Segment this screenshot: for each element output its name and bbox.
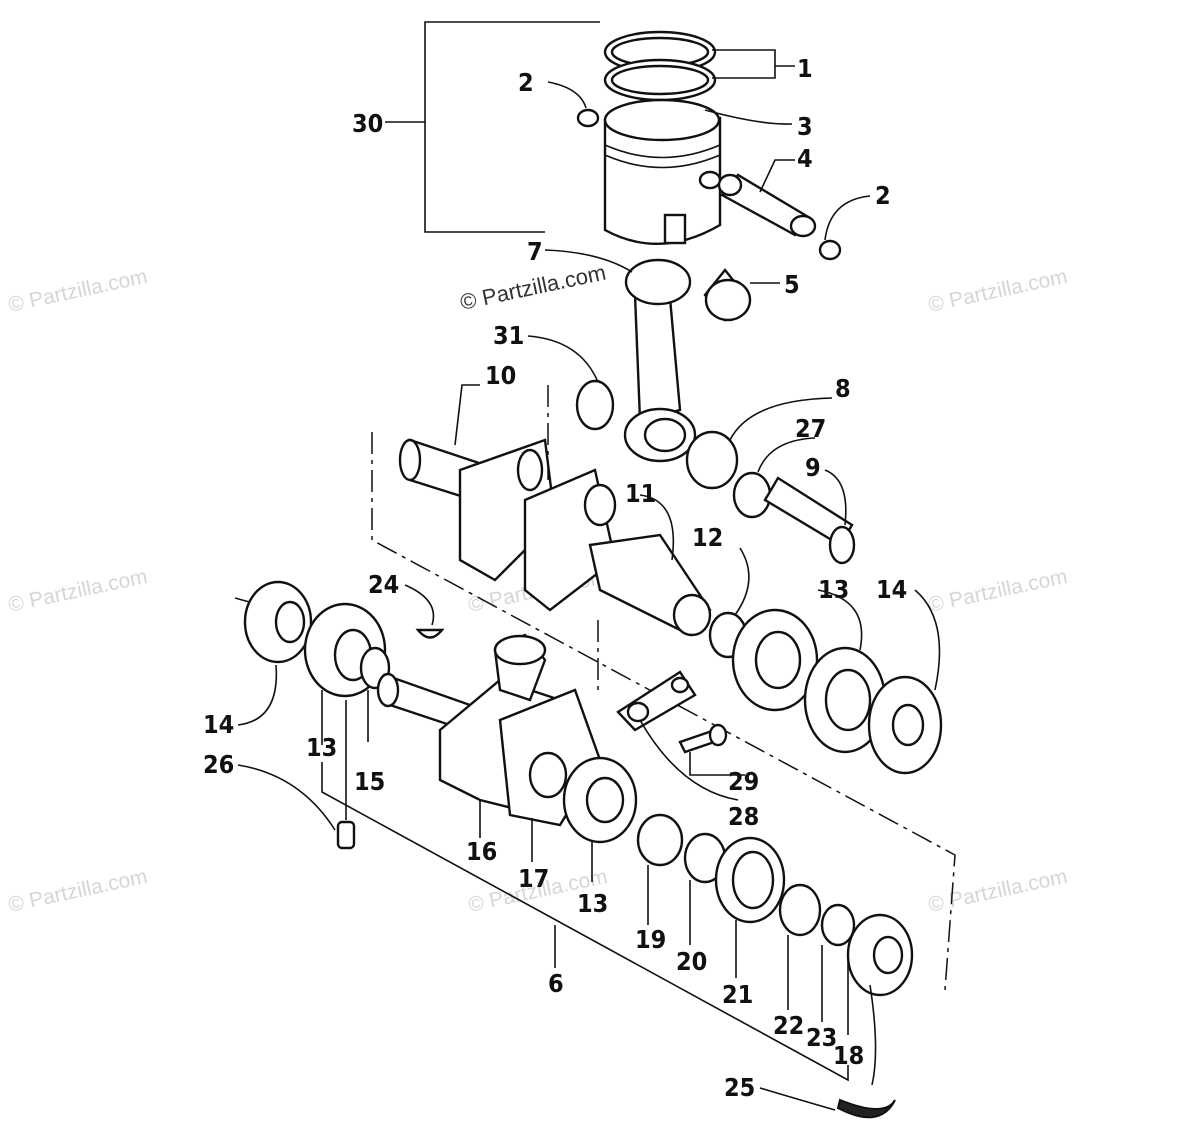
retainer-half-ring [836,1098,896,1119]
callout-12: 12 [692,523,723,552]
leader-2-left [547,81,587,109]
callout-5: 5 [784,270,800,299]
leader-25 [759,1087,836,1111]
callout-14-left: 14 [203,710,234,739]
callout-15: 15 [354,767,385,796]
leader-14-left [237,664,278,726]
callout-22: 22 [773,1011,804,1040]
leader-3 [704,109,793,125]
watermark-3: © Partzilla.com [6,565,149,617]
leader-2-right [824,195,871,241]
callout-31: 31 [493,321,524,350]
screw [678,723,728,754]
leader-27 [757,437,816,473]
callout-13-upper: 13 [818,575,849,604]
callout-28: 28 [728,802,759,831]
crankshaft-upper [398,438,712,637]
callout-30: 30 [352,109,383,138]
leader-29 [689,752,745,776]
callout-20: 20 [676,947,707,976]
ball-bearing-lower [562,756,638,844]
watermark-center: © Partzilla.com [458,260,608,315]
callout-27: 27 [795,414,826,443]
seal-21 [714,836,786,924]
callout-24: 24 [368,570,399,599]
leader-14-right [914,589,941,691]
leader-18 [847,960,877,1086]
callout-13-left: 13 [306,733,337,762]
callout-7: 7 [527,237,543,266]
leader-4 [759,159,795,193]
watermark-6: © Partzilla.com [6,865,149,917]
seal-14-left [243,580,313,664]
callout-labels: 1 2 3 4 2 5 7 30 31 10 8 27 9 11 12 13 1… [203,54,907,1102]
callout-9: 9 [805,453,821,482]
callout-4: 4 [797,144,813,173]
seal-14-right [867,675,943,775]
callout-2-right: 2 [875,181,891,210]
leader-12 [734,547,750,616]
circlip-right [818,239,842,261]
small-end-bearing [703,268,752,322]
callout-2-left: 2 [518,68,534,97]
callout-8: 8 [835,374,851,403]
callout-3: 3 [797,112,813,141]
ball-bearing-upper [731,608,819,712]
crankpin-spacer [732,471,772,519]
leader-13-15 [321,690,369,745]
callout-11: 11 [625,479,656,508]
callout-6: 6 [548,969,564,998]
leader-1 [712,49,795,79]
piston-rings [603,30,717,102]
leader-26 [237,764,336,831]
washer-22 [778,883,822,937]
piston-pin [717,173,817,238]
callout-29: 29 [728,767,759,796]
watermark-2: © Partzilla.com [926,265,1069,317]
crankpin-bearing [685,430,739,490]
watermark-8: © Partzilla.com [926,865,1069,917]
bracket-piston-assembly [424,21,600,233]
callout-10: 10 [485,361,516,390]
callout-26: 26 [203,750,234,779]
callout-21: 21 [722,980,753,1009]
bracket-crankshaft-assembly [321,762,849,1082]
connecting-rod [623,258,697,463]
callout-19: 19 [635,925,666,954]
leader-11 [639,494,675,561]
callout-13-lower: 13 [577,889,608,918]
callout-1: 1 [797,54,813,83]
callout-17: 17 [518,864,549,893]
callout-23: 23 [806,1023,837,1052]
ball-bearing-18 [846,913,914,997]
leader-7 [544,249,633,273]
leader-24 [404,584,435,626]
leader-9 [824,469,847,526]
leader-13-upper [817,589,863,651]
roller-bearing-upper [803,646,887,754]
piston [603,98,722,245]
bushing-19 [636,813,684,867]
leader-8 [729,397,833,441]
callout-16: 16 [466,837,497,866]
ring-23 [820,903,856,947]
circlip-left [576,108,600,128]
leader-10 [454,384,480,446]
watermark-5: © Partzilla.com [926,565,1069,617]
callout-14-right: 14 [876,575,907,604]
callout-25: 25 [724,1073,755,1102]
thrust-washer [575,379,615,431]
retainer-plate [616,670,697,732]
leader-28 [639,719,739,801]
watermark-1: © Partzilla.com [6,265,149,317]
crank-pin [763,476,856,565]
leader-31 [527,335,599,383]
dowel-pin [336,820,356,850]
callout-18: 18 [833,1041,864,1070]
woodruff-key [415,628,445,639]
